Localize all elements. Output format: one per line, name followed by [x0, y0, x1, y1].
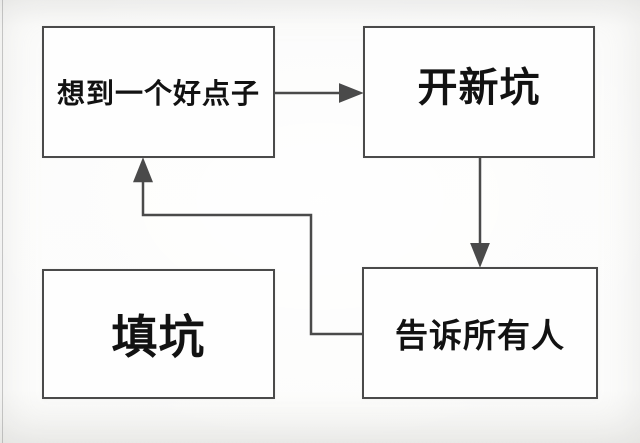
- flowchart-node-idea: 想到一个好点子: [42, 26, 275, 158]
- scan-edge-artifact: [2, 0, 3, 443]
- flowchart-node-new-pit: 开新坑: [363, 26, 595, 158]
- node-fill-pit-label: 填坑: [111, 311, 206, 363]
- node-new-pit-label: 开新坑: [417, 66, 541, 110]
- flowchart-node-tell-everyone: 告诉所有人: [362, 267, 598, 399]
- node-tell-everyone-label: 告诉所有人: [395, 317, 565, 354]
- node-idea-label: 想到一个好点子: [56, 78, 260, 109]
- flowchart-node-fill-pit: 填坑: [42, 269, 275, 399]
